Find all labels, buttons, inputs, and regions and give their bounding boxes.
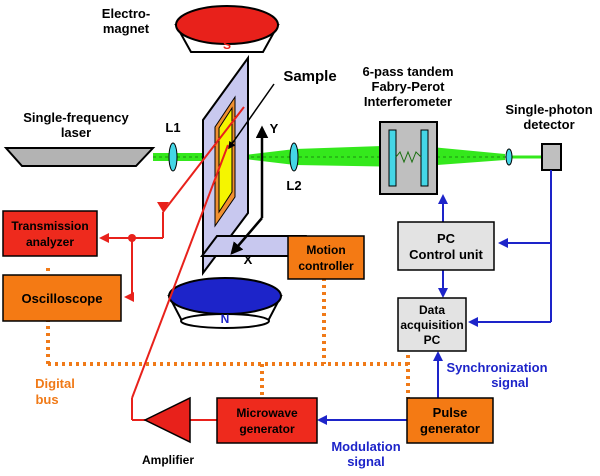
daq-label-line2: acquisition [400,318,463,332]
electromagnet-label-line2: magnet [103,21,150,36]
beam-arrowhead [157,202,169,212]
x-axis-arrow [230,217,263,255]
digital-bus-label-line1: Digital [35,376,75,391]
x-axis-label: X [244,252,253,267]
fp-mirror-2 [420,129,429,187]
fp-spring [395,150,422,164]
transmission-label-line1: Transmission [11,219,88,233]
lens-detector [505,148,513,166]
data-acquisition-pc-box: Data acquisition PC [397,297,467,352]
pole-s-label: S [223,38,231,52]
microwave-generator-box: Microwave generator [216,397,318,444]
modulation-label-line2: signal [347,454,385,469]
laser-body [3,147,156,167]
microwave-label-line1: Microwave [236,406,298,420]
modulation-label-line1: Modulation [331,439,400,454]
electromagnet-label-line1: Electro- [102,6,150,21]
single-photon-detector [541,143,562,171]
pc-control-unit-box: PC Control unit [397,221,495,271]
signal-junction [128,234,136,242]
electromagnet-s-pole [174,5,280,53]
pc-label-line1: PC [437,231,456,246]
sync-label-line1: Synchronization [446,360,547,375]
detector-label-line2: detector [523,117,574,132]
y-axis-label: Y [270,121,279,136]
digital-bus-label-line2: bus [35,392,58,407]
motion-label-line1: Motion [306,243,345,257]
amplifier-label: Amplifier [142,453,194,467]
motion-controller-box: Motion controller [287,235,365,280]
microwave-label-line2: generator [239,422,295,436]
lens-l1-label: L1 [165,120,180,135]
fp-label-line1: 6-pass tandem [362,64,453,79]
fp-label-line2: Fabry-Perot [372,79,446,94]
pulse-label-line2: generator [420,421,480,436]
pulse-generator-box: Pulse generator [406,397,494,444]
laser-beam [153,145,542,167]
lens-l2-label: L2 [286,178,301,193]
detector-label-line1: Single-photon [505,102,592,117]
oscilloscope-label: Oscilloscope [22,291,103,306]
oscilloscope-box: Oscilloscope [2,274,122,322]
lens-l1 [168,142,178,172]
sample-pointer [228,83,275,150]
pc-label-line2: Control unit [409,247,483,262]
sample-label: Sample [283,68,336,85]
transmission-label-line2: analyzer [26,235,74,249]
daq-label-line3: PC [424,333,441,347]
lens-l2 [289,142,299,172]
fp-label-line3: Interferometer [364,94,452,109]
red-signal-path [99,106,245,421]
fp-mirror-1 [388,129,397,187]
transmission-analyzer-box: Transmission analyzer [2,210,98,257]
pole-n-label: N [221,312,230,326]
pulse-label-line1: Pulse [433,405,468,420]
laser-label-line2: laser [61,125,91,140]
laser-label-line1: Single-frequency [23,110,129,125]
sync-label-line2: signal [491,375,529,390]
electromagnet-n-pole [167,277,283,329]
daq-label-line1: Data [419,303,445,317]
blue-signal-path [317,170,552,425]
amplifier-triangle [143,396,191,444]
motion-label-line2: controller [298,259,354,273]
